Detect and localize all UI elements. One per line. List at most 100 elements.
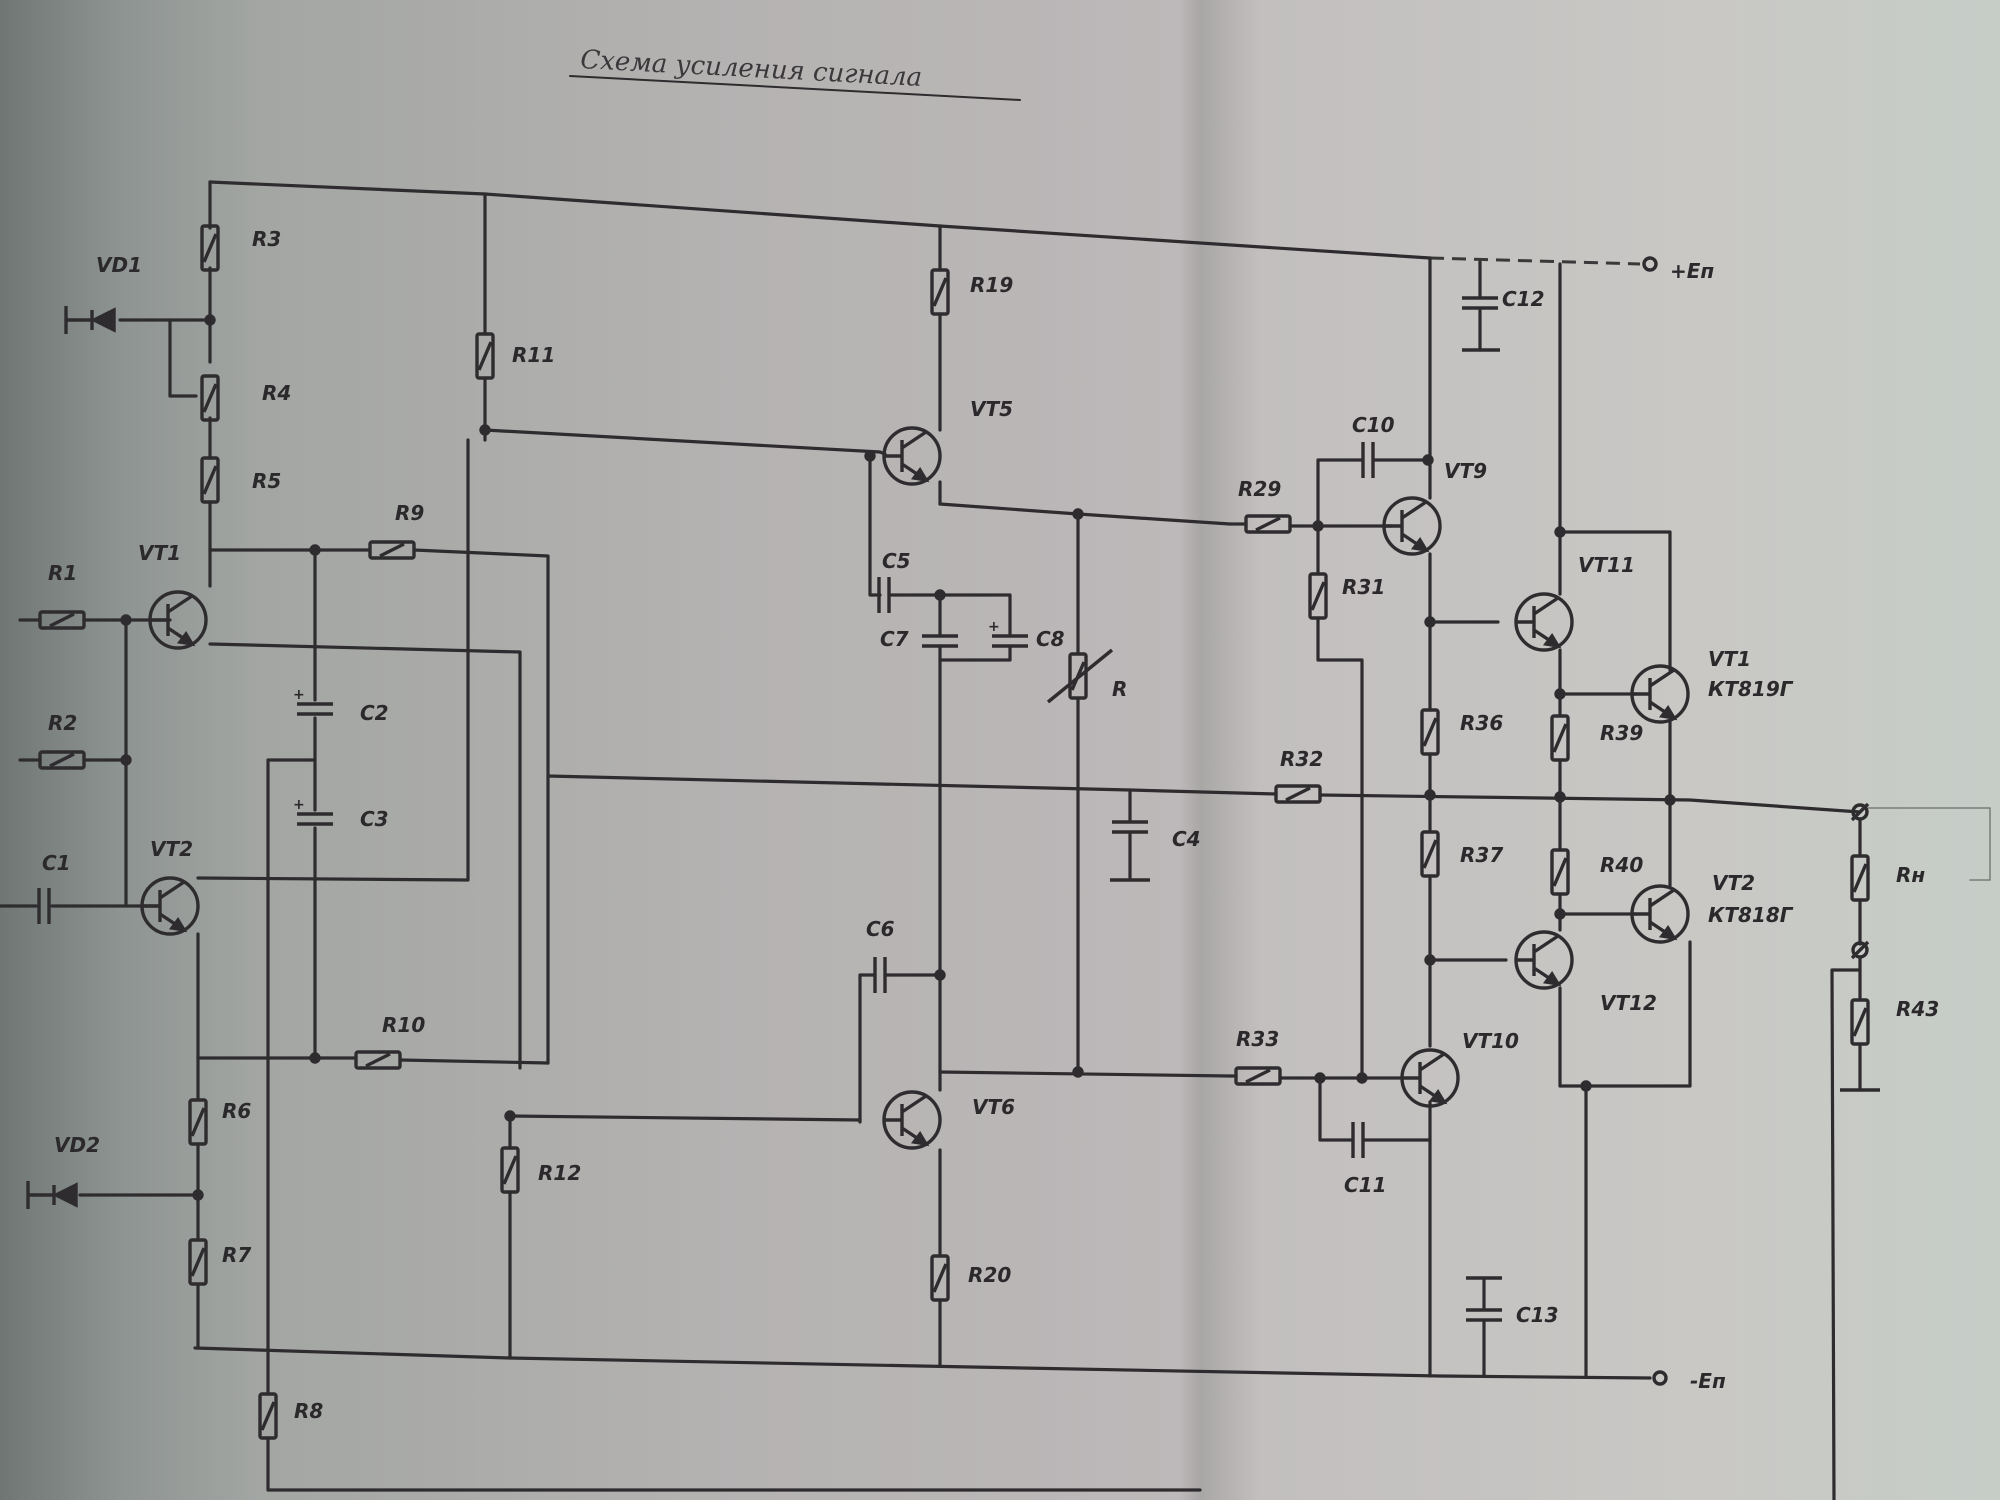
resistor-r29 bbox=[1244, 514, 1292, 534]
wire bbox=[1318, 793, 1862, 814]
resistor-r19 bbox=[930, 268, 950, 316]
capacitor-c10 bbox=[1361, 442, 1375, 478]
transistor-collector bbox=[1649, 668, 1675, 688]
resistor-body bbox=[354, 1050, 402, 1070]
capacitor-label-c5: C5 bbox=[882, 549, 911, 573]
resistor-body bbox=[475, 332, 495, 380]
capacitor-label-c7: C7 bbox=[880, 627, 909, 651]
emitter-arrow bbox=[910, 1130, 930, 1147]
resistor-r7 bbox=[188, 1238, 208, 1286]
junction-dot bbox=[504, 1110, 516, 1122]
wire bbox=[208, 180, 1432, 260]
resistor-body bbox=[500, 1146, 520, 1194]
positive-supply-label: +Eп bbox=[1670, 259, 1714, 283]
negative-terminal bbox=[1652, 1370, 1668, 1386]
transistor-vt6 bbox=[882, 1090, 942, 1150]
resistor-slash bbox=[1552, 857, 1568, 887]
transistor-label-vt9: VT9 bbox=[1444, 459, 1487, 483]
negative-supply-label: -Eп bbox=[1690, 1369, 1726, 1393]
resistor-label-r31: R31 bbox=[1342, 575, 1385, 599]
resistor-body bbox=[1550, 714, 1570, 762]
transistor-collector bbox=[1401, 500, 1427, 520]
resistor-slash bbox=[365, 1052, 391, 1068]
resistor-label-r40: R40 bbox=[1600, 853, 1643, 877]
wire bbox=[412, 548, 550, 1065]
resistor-label-r5: R5 bbox=[252, 469, 281, 493]
resistor-slash bbox=[1852, 863, 1868, 893]
resistor-label-r19: R19 bbox=[970, 273, 1013, 297]
resistor-r37 bbox=[1420, 830, 1440, 878]
resistor-label-r32: R32 bbox=[1280, 747, 1323, 771]
resistor-body bbox=[1234, 1066, 1282, 1086]
wire bbox=[1429, 256, 1641, 266]
resistor-label-r7: R7 bbox=[222, 1243, 251, 1267]
wire bbox=[1316, 616, 1364, 1078]
wire bbox=[1558, 262, 1672, 672]
wire bbox=[266, 1436, 1202, 1492]
resistor-slash bbox=[932, 1263, 948, 1293]
plus-sign: + bbox=[293, 687, 305, 703]
transistor-collector bbox=[159, 880, 185, 900]
junction-dot bbox=[309, 1052, 321, 1064]
resistor-label-r20: R20 bbox=[968, 1263, 1011, 1287]
transistor-vt11 bbox=[1514, 592, 1574, 652]
wire bbox=[1318, 1076, 1354, 1142]
resistor-label-r1: R1 bbox=[48, 561, 77, 585]
resistor-label-r39: R39 bbox=[1600, 721, 1643, 745]
wire bbox=[938, 502, 1232, 526]
positive-terminal bbox=[1642, 256, 1658, 272]
resistor-slash bbox=[1852, 1007, 1868, 1037]
resistor-label-r10: R10 bbox=[382, 1013, 425, 1037]
resistor-r43 bbox=[1850, 998, 1870, 1046]
resistor-slash bbox=[202, 465, 218, 495]
diode-vd1 bbox=[64, 306, 116, 334]
resistor-body bbox=[1274, 784, 1322, 804]
transistor-vt2_out bbox=[1630, 884, 1690, 944]
capacitor-c7 bbox=[922, 634, 958, 648]
resistor-body bbox=[1068, 652, 1088, 700]
resistor-slash bbox=[202, 383, 218, 413]
emitter-arrow bbox=[1410, 536, 1430, 553]
resistor-label-rн: Rн bbox=[1896, 863, 1925, 887]
junction-dot bbox=[120, 754, 132, 766]
resistor-body bbox=[200, 224, 220, 272]
wires bbox=[0, 180, 1991, 1500]
resistor-r40 bbox=[1550, 848, 1570, 896]
wire bbox=[483, 428, 887, 456]
transistor-label-vt10: VT10 bbox=[1462, 1029, 1519, 1053]
capacitor-c4 bbox=[1112, 820, 1148, 834]
title-underline bbox=[569, 75, 1021, 101]
resistor-slash bbox=[1422, 717, 1438, 747]
diode-label-vd1: VD1 bbox=[96, 253, 142, 277]
resistor-slash bbox=[1285, 786, 1311, 802]
resistor-label-r33: R33 bbox=[1236, 1027, 1279, 1051]
emitter-arrow bbox=[1658, 924, 1678, 941]
resistor-slash bbox=[260, 1401, 276, 1431]
emitter-arrow bbox=[910, 466, 930, 483]
emitter-arrow bbox=[1658, 704, 1678, 721]
transistor-vt9 bbox=[1382, 496, 1442, 556]
resistor-r12 bbox=[500, 1146, 520, 1194]
resistor-label-r: R bbox=[1112, 677, 1127, 701]
transistor-label-vt12: VT12 bbox=[1600, 991, 1657, 1015]
diode-triangle bbox=[52, 1182, 78, 1208]
wire bbox=[868, 454, 882, 597]
capacitor-label-c2: C2 bbox=[360, 701, 389, 725]
resistor-body bbox=[200, 456, 220, 504]
resistor-slash bbox=[190, 1107, 206, 1137]
resistor-slash bbox=[502, 1155, 518, 1185]
capacitor-label-c3: C3 bbox=[360, 807, 389, 831]
transistor-label-vt6: VT6 bbox=[972, 1095, 1015, 1119]
resistor-slash bbox=[190, 1247, 206, 1277]
capacitor-label-c1: C1 bbox=[42, 851, 71, 875]
terminal-slash bbox=[1850, 940, 1870, 960]
wire bbox=[208, 642, 522, 1070]
capacitor-c8: + bbox=[988, 619, 1028, 648]
transistor-part-vt1_out: КТ819Г bbox=[1708, 677, 1794, 701]
variable-arrow bbox=[1046, 648, 1114, 704]
resistor-body bbox=[200, 374, 220, 422]
components: R3R4R5R1R2R9R11R6R7R8R10R12R19RR20R29R31… bbox=[26, 224, 1939, 1440]
emitter-arrow bbox=[1542, 632, 1562, 649]
emitter-arrow bbox=[176, 630, 196, 647]
